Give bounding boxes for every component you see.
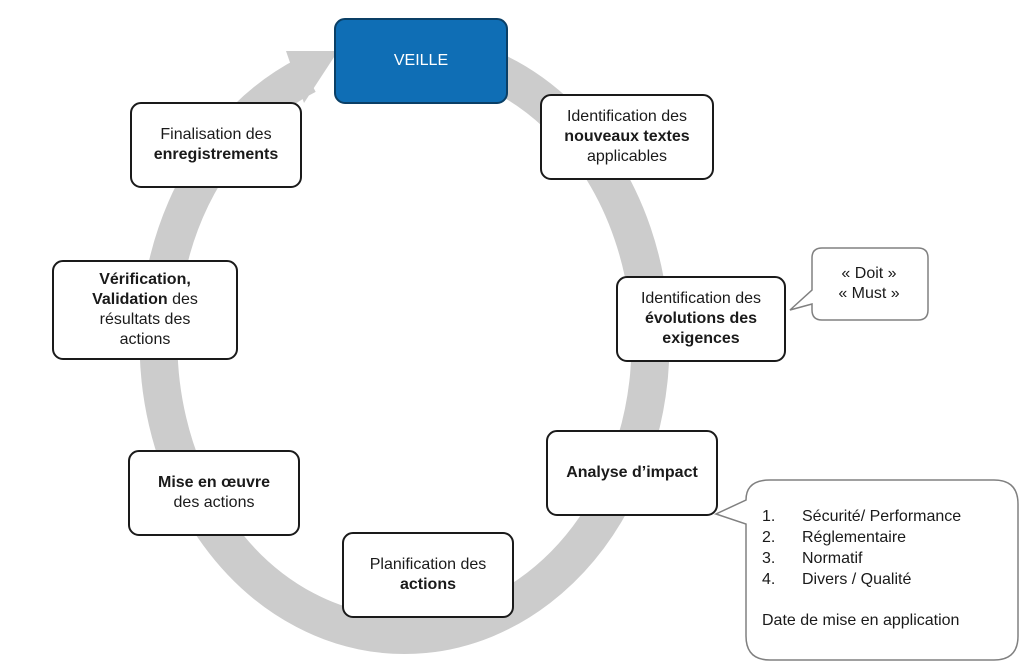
step-identification-evolutions-exigences[interactable]: Identification des évolutions des exigen… [616,276,786,362]
impact-date-line: Date de mise en application [762,612,960,629]
step-identification-textes-bold: nouveaux textes [564,128,690,145]
impact-item: 1. Sécurité/ Performance [762,506,1012,527]
step-mise-en-oeuvre-bold: Mise en œuvre [157,474,271,491]
step-verification-line2: Validation des [92,290,198,310]
impact-item-label: Sécurité/ Performance [802,508,962,525]
step-finalisation-bold: enregistrements [153,146,279,163]
callout-must-line2: « Must » [838,285,900,302]
step-analyse-impact[interactable]: Analyse d’impact [546,430,718,516]
impact-item-number: 2. [762,529,776,546]
step-veille-label: VEILLE [393,52,449,69]
impact-item: 3. Normatif [762,548,1012,569]
impact-item-label: Normatif [802,550,863,567]
impact-item-number: 3. [762,550,776,567]
step-identification-textes-line3: applicables [586,148,668,165]
callout-impact-text: 1. Sécurité/ Performance 2. Réglementair… [762,506,1012,631]
step-verification-line3: résultats des [99,311,191,328]
cycle-arrow-head [286,51,338,103]
impact-item: 4. Divers / Qualité [762,569,1012,590]
step-planification-line1: Planification des [369,556,487,573]
step-identification-textes-line1: Identification des [566,108,688,125]
step-verification-line4: actions [119,331,171,348]
step-analyse-impact-label: Analyse d’impact [566,464,698,481]
impact-item-number: 4. [762,571,776,588]
step-verification-line1: Vérification, [99,271,191,288]
step-finalisation-line1: Finalisation des [160,126,272,143]
step-identification-nouveaux-textes[interactable]: Identification des nouveaux textes appli… [540,94,714,180]
step-mise-en-oeuvre-line2: des actions [173,494,255,511]
step-verification-rest: des [167,291,198,308]
step-identification-exigences-bold2: exigences [662,330,740,347]
step-finalisation-enregistrements[interactable]: Finalisation des enregistrements [130,102,302,188]
callout-must-line1: « Doit » [841,265,897,282]
callout-must-text: « Doit » « Must » [814,264,924,304]
step-planification-bold: actions [399,576,456,593]
step-verification-validation[interactable]: Vérification, Validation des résultats d… [52,260,238,360]
impact-item-label: Réglementaire [802,529,907,546]
step-verification-bold2: Validation [92,291,168,308]
step-planification-actions[interactable]: Planification des actions [342,532,514,618]
impact-item-label: Divers / Qualité [802,571,912,588]
impact-item-number: 1. [762,508,776,525]
step-veille[interactable]: VEILLE [334,18,508,104]
step-identification-exigences-bold1: évolutions des [644,310,758,327]
impact-item: 2. Réglementaire [762,527,1012,548]
step-mise-en-oeuvre[interactable]: Mise en œuvre des actions [128,450,300,536]
step-identification-exigences-line1: Identification des [640,290,762,307]
